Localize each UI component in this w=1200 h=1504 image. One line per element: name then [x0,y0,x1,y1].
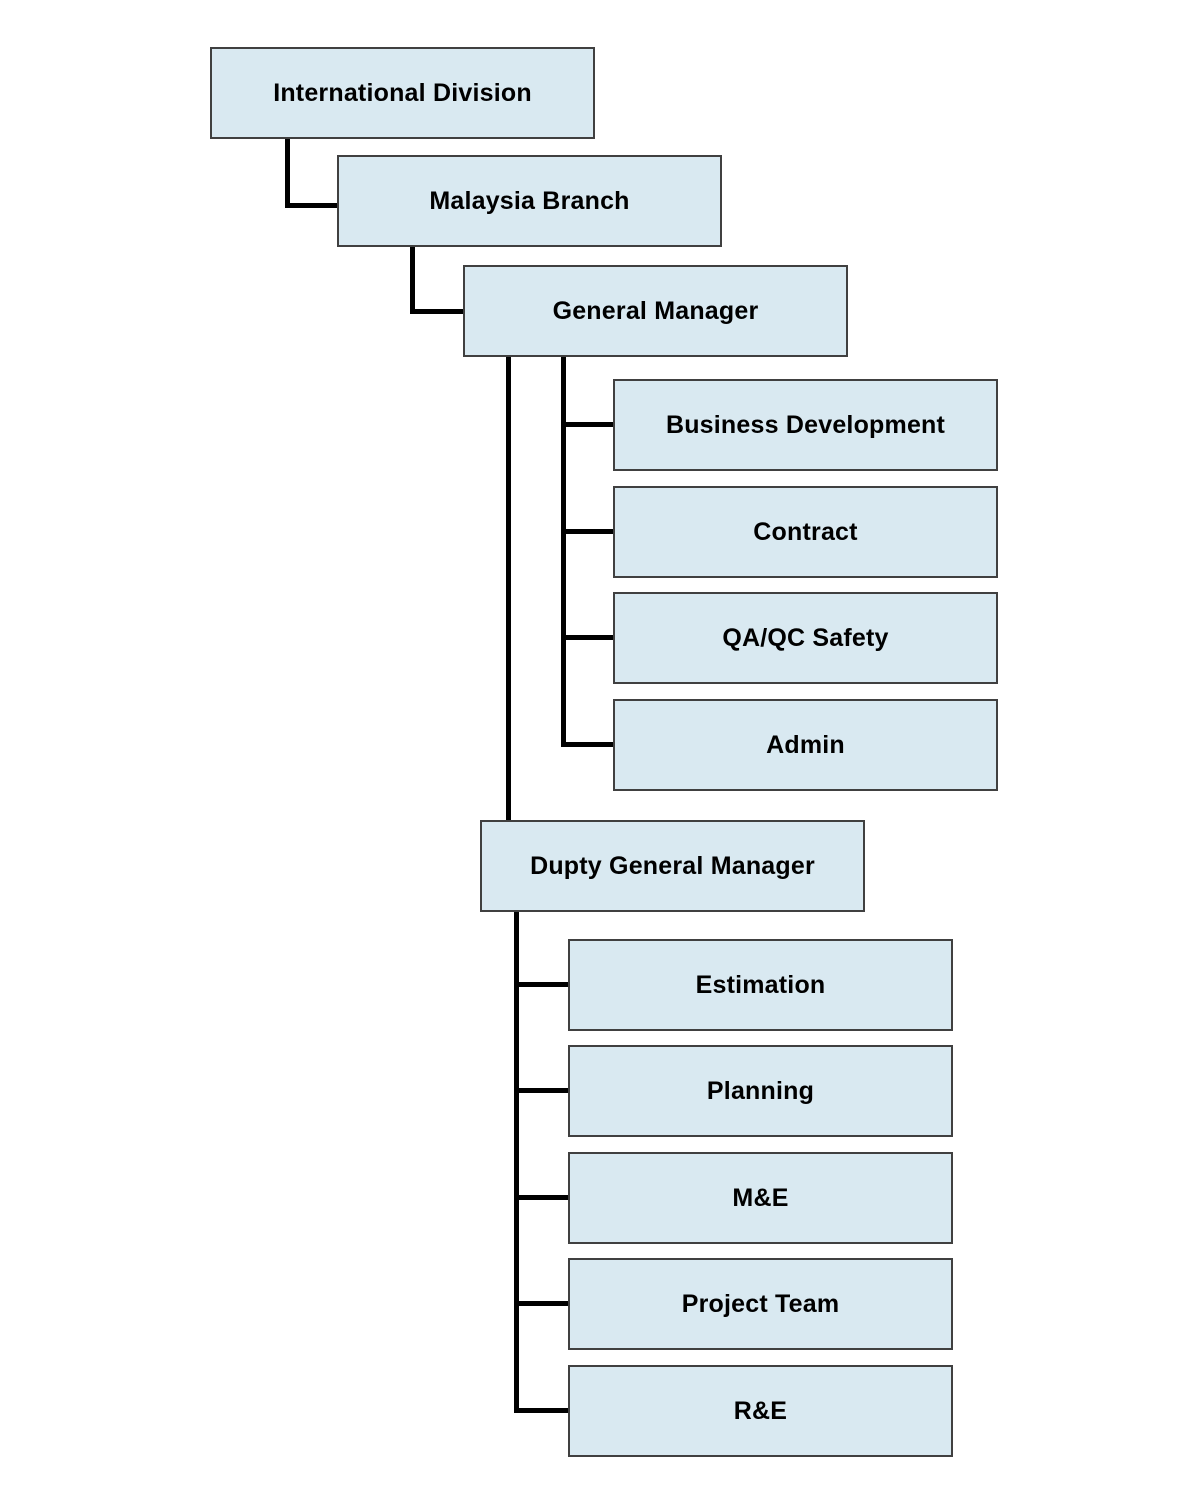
connector-international-malaysia-horizontal [285,203,337,208]
connector-malaysia-general-horizontal [410,309,463,314]
connector-general-admin [561,742,613,747]
connector-general-contract [561,529,613,534]
connector-international-malaysia-vertical [285,139,290,208]
connector-general-children-trunk [561,357,566,747]
connector-malaysia-general-vertical [410,247,415,314]
node-admin: Admin [613,699,998,791]
node-deputy-general-manager: Dupty General Manager [480,820,865,912]
node-business-development: Business Development [613,379,998,471]
node-contract: Contract [613,486,998,578]
connector-deputy-re [514,1408,568,1413]
connector-deputy-children-trunk [514,912,519,1413]
connector-deputy-planning [514,1088,568,1093]
connector-general-deputy-vertical [506,357,511,820]
node-international-division: International Division [210,47,595,139]
node-estimation: Estimation [568,939,953,1031]
connector-deputy-me [514,1195,568,1200]
node-re: R&E [568,1365,953,1457]
connector-general-business-development [561,422,613,427]
node-project-team: Project Team [568,1258,953,1350]
node-me: M&E [568,1152,953,1244]
node-qaqc-safety: QA/QC Safety [613,592,998,684]
connector-deputy-estimation [514,982,568,987]
node-general-manager: General Manager [463,265,848,357]
node-malaysia-branch: Malaysia Branch [337,155,722,247]
connector-general-qaqc-safety [561,635,613,640]
node-planning: Planning [568,1045,953,1137]
connector-deputy-project-team [514,1301,568,1306]
